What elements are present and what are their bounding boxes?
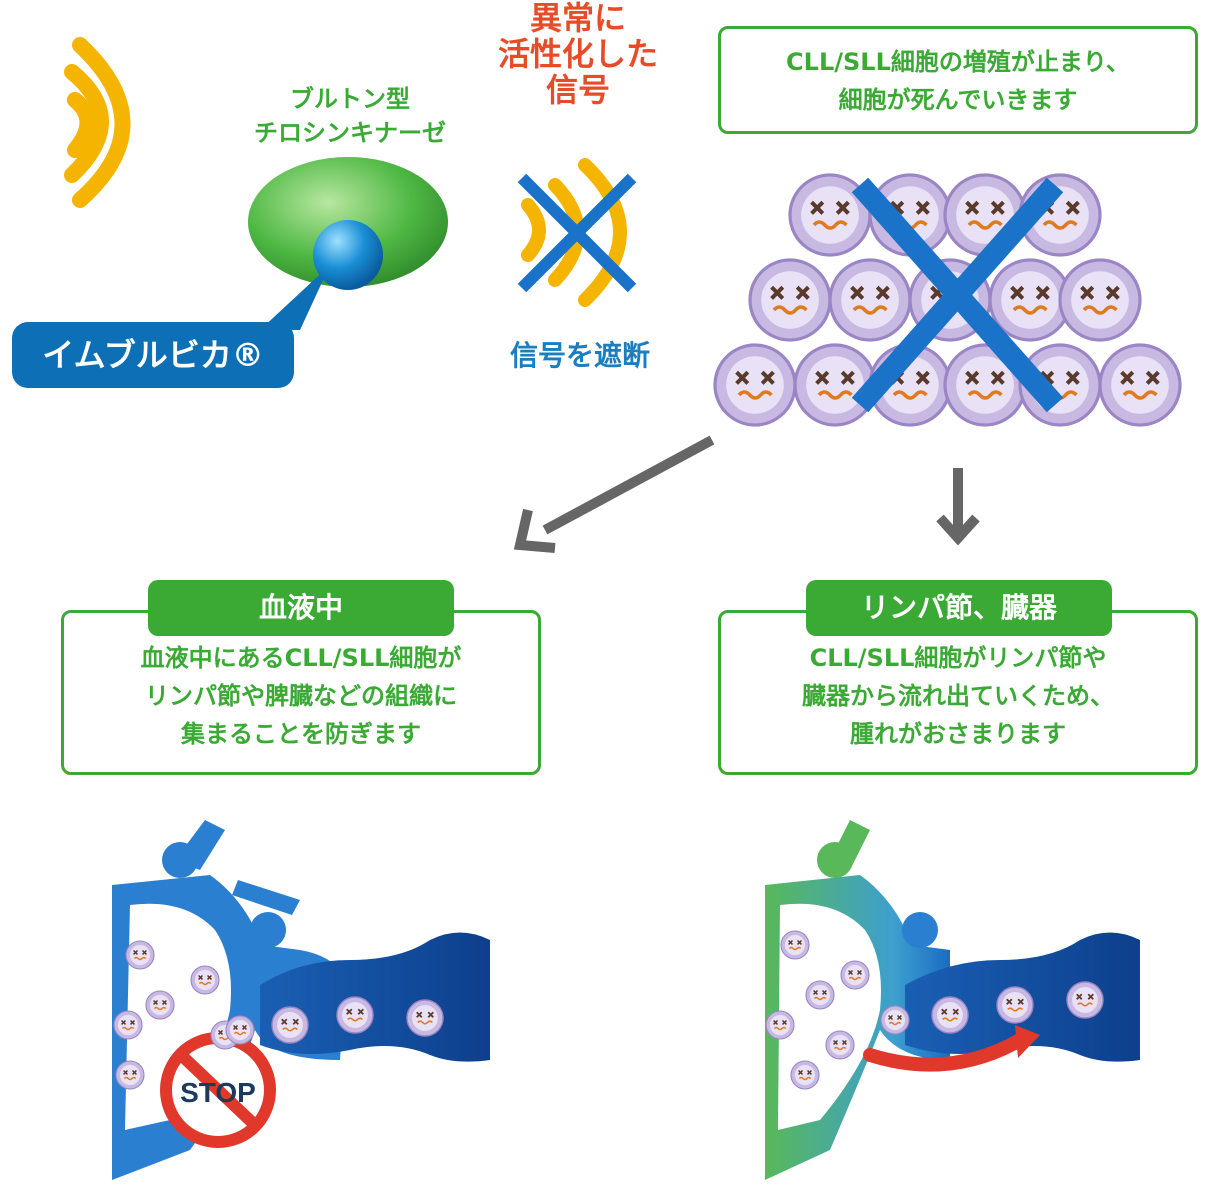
block-label: 信号を遮断 [509, 339, 650, 372]
lymph-panel-box: CLL/SLL細胞がリンパ節や 臓器から流れ出ていくため、 腫れがおさまります [718, 610, 1198, 775]
block-cross-icon [851, 177, 1064, 413]
dying-cell [713, 343, 797, 427]
dying-cell [988, 258, 1072, 342]
btk-label-line2: チロシンキナーゼ [254, 119, 446, 147]
dying-cell [943, 343, 1027, 427]
lymph-line3: 腫れがおさまります [850, 720, 1066, 748]
cell [125, 940, 155, 970]
dying-cell [793, 343, 877, 427]
cell [145, 990, 175, 1020]
result-line1: CLL/SLL細胞の増殖が止まり、 [786, 48, 1130, 76]
lymph-tag-label: リンパ節、臓器 [860, 591, 1057, 624]
blood-line3: 集まることを防ぎます [181, 720, 421, 748]
blood-tag-label: 血液中 [258, 591, 343, 624]
arrow-to-blood-icon [542, 435, 715, 535]
exiting-cell [931, 996, 969, 1034]
blood-line1: 血液中にあるCLL/SLL細胞が [140, 644, 462, 672]
cell [790, 1060, 820, 1090]
btk-label-line1: ブルトン型 [290, 85, 410, 113]
cell [840, 960, 870, 990]
cell [765, 1010, 795, 1040]
dying-cell [828, 258, 912, 342]
drug-name: イムブルビカ® [42, 336, 264, 374]
lymph-tag: リンパ節、臓器 [806, 580, 1112, 636]
drug-name-badge: イムブルビカ® [12, 322, 294, 388]
cell [115, 1060, 145, 1090]
stop-sign-label: STOP [180, 1077, 256, 1108]
cell [825, 1030, 855, 1060]
exiting-cell [1066, 981, 1104, 1019]
result-box: CLL/SLL細胞の増殖が止まり、 細胞が死んでいきます [718, 26, 1198, 134]
migrating-cell [406, 999, 444, 1037]
lymph-line1: CLL/SLL細胞がリンパ節や [809, 644, 1107, 672]
lymph-line2: 臓器から流れ出ていくため、 [802, 682, 1114, 710]
blood-tag: 血液中 [148, 580, 454, 636]
result-line2: 細胞が死んでいきます [838, 86, 1078, 114]
cell [113, 1010, 143, 1040]
cell [805, 980, 835, 1010]
dying-cell [1098, 343, 1182, 427]
signal-label-line2: 活性化した [497, 35, 658, 73]
dying-cell [788, 173, 872, 257]
cell [190, 965, 220, 995]
cell [225, 1015, 255, 1045]
signal-label-line3: 信号 [545, 71, 610, 109]
signal-label-line1: 異常に [529, 0, 626, 37]
cell [880, 1005, 910, 1035]
exiting-cell [996, 986, 1034, 1024]
dying-cell [1058, 258, 1142, 342]
migrating-cell [336, 996, 374, 1034]
migrating-cell [271, 1006, 309, 1044]
cell [780, 930, 810, 960]
blood-line2: リンパ節や脾臓などの組織に [145, 682, 457, 710]
blood-panel-box: 血液中にあるCLL/SLL細胞が リンパ節や脾臓などの組織に 集まることを防ぎま… [61, 610, 541, 775]
